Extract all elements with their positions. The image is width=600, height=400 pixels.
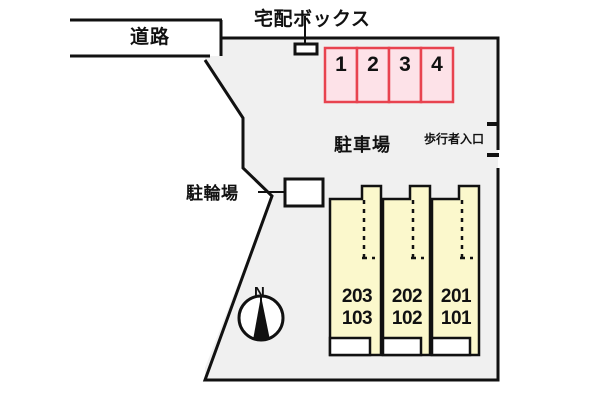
delivery-box-label: 宅配ボックス — [254, 9, 371, 30]
north-label: N — [254, 284, 265, 301]
unit-202-number: 202 — [391, 286, 423, 307]
north-compass-icon — [237, 294, 285, 342]
unit-101-number: 101 — [440, 308, 472, 329]
unit-203-number: 203 — [341, 286, 373, 307]
unit-c-entry-step — [430, 336, 472, 357]
bicycle-parking-box[interactable] — [283, 177, 325, 208]
unit-102-number: 102 — [391, 308, 423, 329]
parking-stall-2[interactable] — [355, 46, 391, 104]
building-unit-203-103[interactable] — [328, 184, 383, 357]
parking-stall-4-number: 4 — [431, 53, 443, 76]
unit-b-entry-step — [381, 336, 423, 357]
unit-103-number: 103 — [341, 308, 373, 329]
building-unit-201-101[interactable] — [430, 184, 481, 357]
building-unit-202-102[interactable] — [381, 184, 432, 357]
road-label: 道路 — [130, 27, 171, 48]
parking-lot-label: 駐車場 — [334, 135, 391, 155]
bicycle-parking-label: 駐輪場 — [186, 184, 239, 203]
parking-stall-1-number: 1 — [335, 53, 347, 76]
site-boundary-outline — [202, 36, 500, 382]
parking-stall-4[interactable] — [419, 46, 455, 104]
parking-stall-group — [323, 46, 455, 104]
delivery-box-icon — [293, 42, 319, 56]
parking-stall-1[interactable] — [323, 46, 359, 104]
compass-needle-fill — [253, 296, 270, 340]
unit-201-number: 201 — [440, 286, 472, 307]
parking-stall-2-number: 2 — [367, 53, 379, 76]
pedestrian-entrance-label: 歩行者入口 — [424, 132, 485, 146]
parking-stall-3-number: 3 — [399, 53, 411, 76]
unit-a-entry-step — [328, 336, 372, 357]
road-area — [70, 20, 220, 56]
